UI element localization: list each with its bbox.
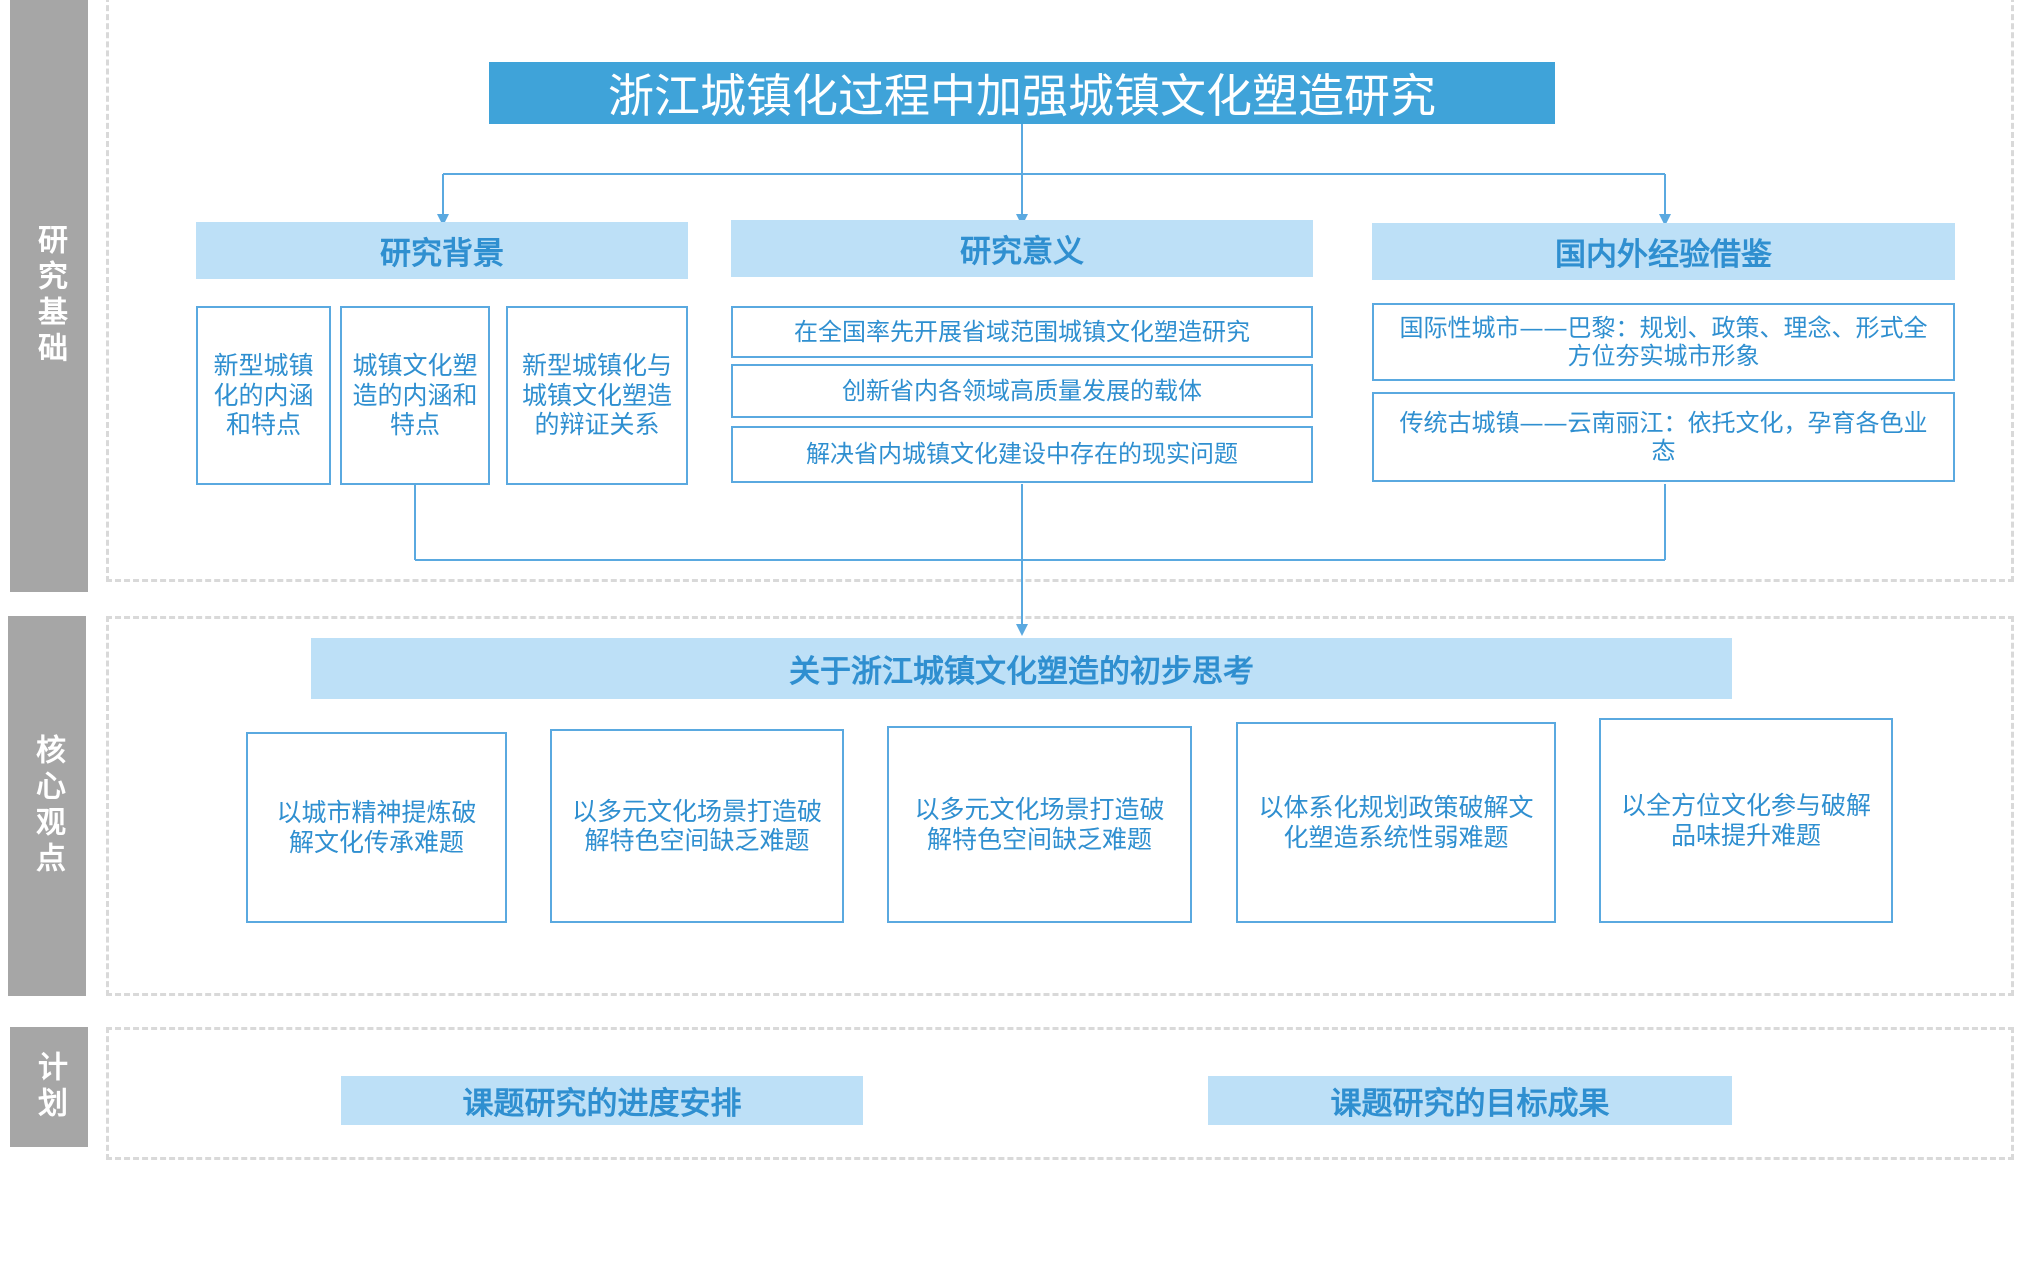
experience-heading: 国内外经验借鉴 <box>1372 223 1955 280</box>
section-label-core: 核心观点 <box>8 616 86 996</box>
thinking-item: 以体系化规划政策破解文化塑造系统性弱难题 <box>1236 722 1556 923</box>
thinking-heading: 关于浙江城镇文化塑造的初步思考 <box>311 638 1732 699</box>
significance-heading: 研究意义 <box>731 220 1313 277</box>
significance-item: 解决省内城镇文化建设中存在的现实问题 <box>731 426 1313 483</box>
background-item: 城镇文化塑造的内涵和特点 <box>340 306 490 485</box>
background-item: 新型城镇化的内涵和特点 <box>196 306 331 485</box>
core-frame <box>106 616 2014 996</box>
thinking-item: 以全方位文化参与破解品味提升难题 <box>1599 718 1893 923</box>
plan-outcomes: 课题研究的目标成果 <box>1208 1076 1732 1125</box>
background-heading: 研究背景 <box>196 222 688 279</box>
thinking-item: 以城市精神提炼破解文化传承难题 <box>246 732 507 923</box>
main-title: 浙江城镇化过程中加强城镇文化塑造研究 <box>489 62 1555 124</box>
significance-item: 创新省内各领域高质量发展的载体 <box>731 364 1313 418</box>
plan-schedule: 课题研究的进度安排 <box>341 1076 863 1125</box>
plan-frame <box>106 1027 2014 1160</box>
section-label-plan: 计划 <box>10 1027 88 1147</box>
thinking-item: 以多元文化场景打造破解特色空间缺乏难题 <box>550 729 844 923</box>
experience-item: 传统古城镇——云南丽江：依托文化，孕育各色业态 <box>1372 392 1955 482</box>
experience-item: 国际性城市——巴黎：规划、政策、理念、形式全方位夯实城市形象 <box>1372 303 1955 381</box>
significance-item: 在全国率先开展省域范围城镇文化塑造研究 <box>731 306 1313 358</box>
section-label-foundation: 研究基础 <box>10 0 88 592</box>
thinking-item: 以多元文化场景打造破解特色空间缺乏难题 <box>887 726 1192 923</box>
foundation-frame <box>106 0 2014 582</box>
background-item: 新型城镇化与城镇文化塑造的辩证关系 <box>506 306 688 485</box>
